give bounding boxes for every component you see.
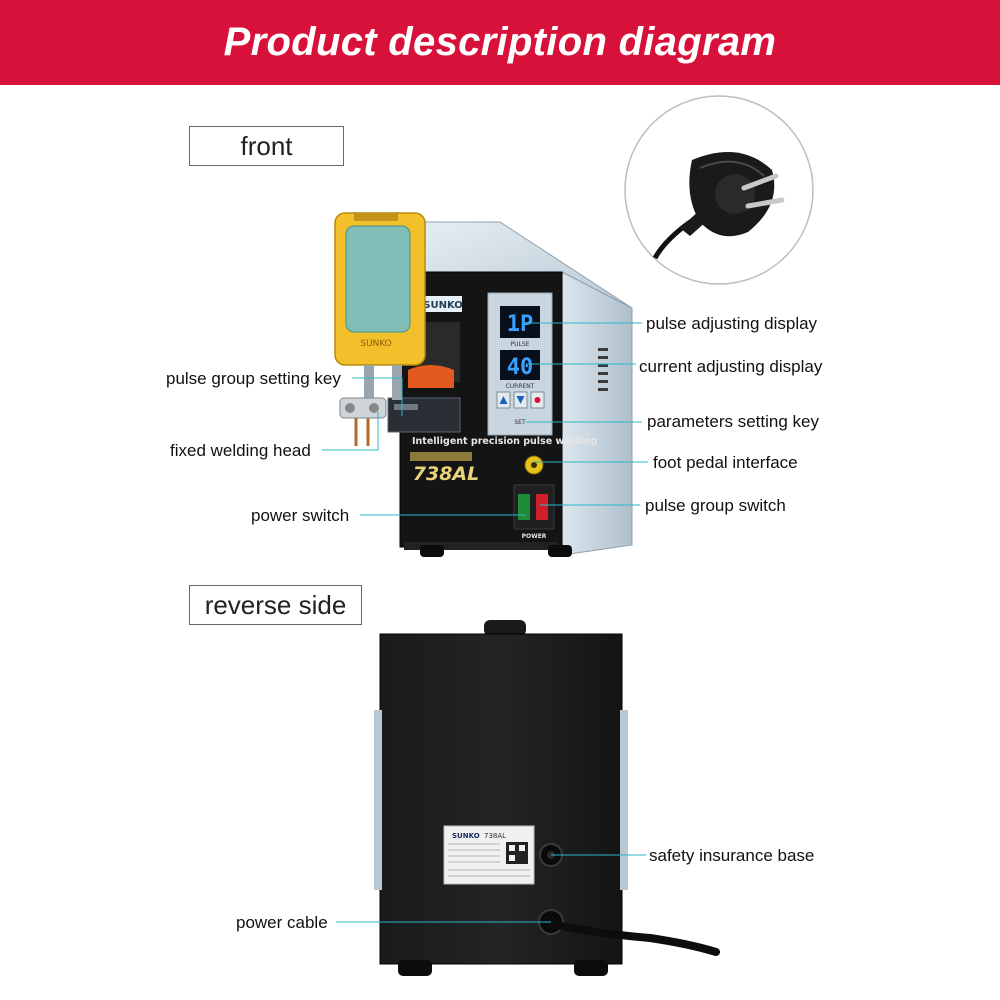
machine-subtitle: Intelligent precision pulse welding	[412, 436, 598, 447]
callout-parameters-setting-key: parameters setting key	[647, 412, 819, 431]
callout-current-adjusting-display: current adjusting display	[639, 357, 823, 376]
front-machine: 1P PULSE 40 CURRENT SET Intelligent prec…	[334, 212, 633, 557]
machine-model: 738AL	[413, 463, 479, 485]
callout-power-switch: power switch	[251, 506, 350, 525]
callout-fixed-welding-head: fixed welding head	[170, 441, 311, 460]
current-display-label: CURRENT	[506, 383, 535, 390]
callout-pulse-group-switch: pulse group switch	[645, 496, 786, 515]
callout-power-cable: power cable	[236, 913, 328, 932]
pulse-display-label: PULSE	[511, 341, 530, 348]
pulse-display-digits: 1P	[507, 312, 534, 337]
head-brand: SUNKO	[360, 339, 392, 349]
rear-label-model: 738AL	[484, 832, 506, 840]
svg-text:SUNKO: SUNKO	[423, 300, 463, 311]
callout-foot-pedal-interface: foot pedal interface	[653, 453, 798, 472]
rear-machine: SUNKO 738AL	[374, 620, 720, 976]
front-section-label: front	[189, 126, 344, 166]
plug-inset	[624, 95, 814, 285]
current-display-digits: 40	[507, 355, 534, 380]
set-key-label: SET	[514, 419, 526, 426]
callout-safety-insurance-base: safety insurance base	[649, 846, 815, 865]
page-title: Product description diagram	[223, 20, 777, 64]
callout-pulse-adjusting-display: pulse adjusting display	[646, 314, 818, 333]
leader-lines	[322, 322, 648, 923]
rear-label-brand: SUNKO	[452, 832, 480, 840]
reverse-section-label: reverse side	[189, 585, 362, 625]
header-banner: Product description diagram	[0, 0, 1000, 85]
power-panel-label: POWER	[522, 533, 547, 540]
callout-pulse-group-setting-key: pulse group setting key	[166, 369, 341, 388]
